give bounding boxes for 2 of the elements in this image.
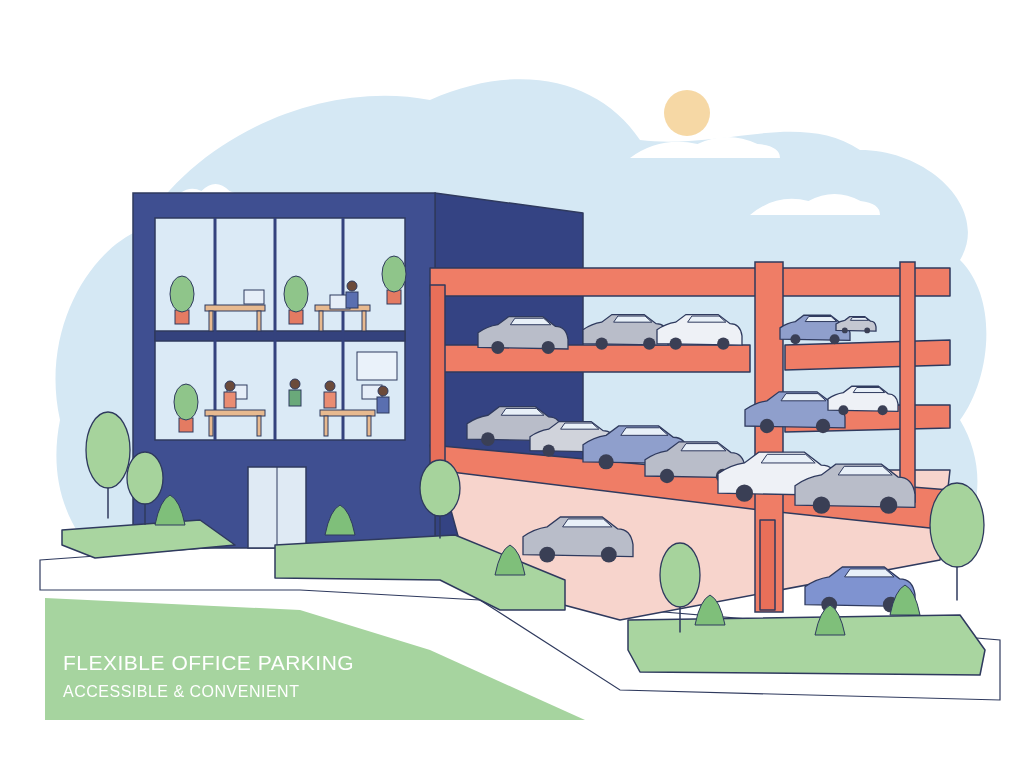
title-text: FLEXIBLE OFFICE PARKING: [63, 651, 355, 675]
subtitle-text: ACCESSIBLE & CONVENIENT: [63, 683, 300, 701]
